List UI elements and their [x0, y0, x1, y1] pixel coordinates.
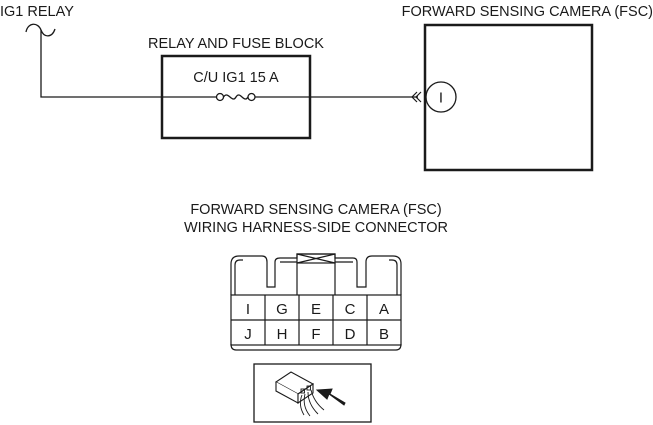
pin-label: C: [345, 301, 356, 318]
pin-label: J: [244, 326, 252, 343]
connector-title-line2: WIRING HARNESS-SIDE CONNECTOR: [184, 220, 448, 236]
harness-side-view-icon: [253, 363, 372, 423]
camera-box: [423, 23, 594, 172]
fuse-block-label: RELAY AND FUSE BLOCK: [148, 36, 324, 52]
connector-body: [230, 253, 402, 351]
wire-relay-to-fuse: [40, 30, 216, 98]
terminal-circle: [425, 81, 457, 113]
connector-title-line1: FORWARD SENSING CAMERA (FSC): [190, 202, 441, 218]
pin-label: G: [276, 301, 288, 318]
pin-label: H: [277, 326, 288, 343]
pin-label: I: [246, 301, 250, 318]
terminal-label: I: [439, 90, 443, 107]
fuse-label: C/U IG1 15 A: [193, 70, 279, 86]
relay-label: IG1 RELAY: [0, 4, 74, 20]
fuse-icon: [215, 92, 256, 102]
pin-label: A: [379, 301, 389, 318]
pin-label: B: [379, 326, 389, 343]
pin-label: E: [311, 301, 321, 318]
connector-arrow-icon: [411, 91, 422, 103]
pin-label: F: [311, 326, 320, 343]
camera-label: FORWARD SENSING CAMERA (FSC): [402, 4, 653, 20]
pin-label: D: [345, 326, 356, 343]
